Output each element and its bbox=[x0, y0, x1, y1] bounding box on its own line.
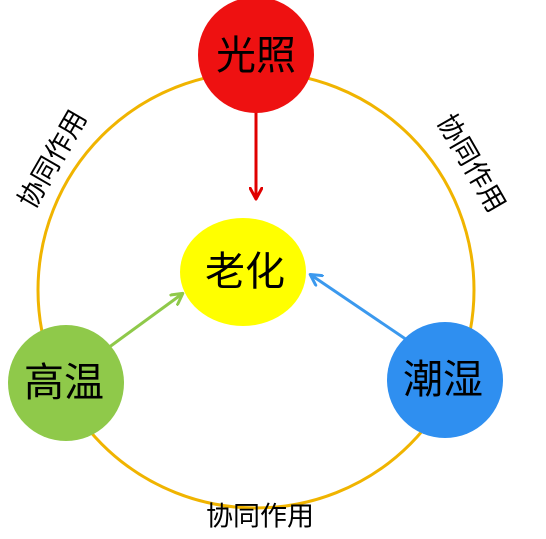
node-heat-label: 高温 bbox=[24, 360, 104, 406]
node-light-circle bbox=[198, 0, 314, 113]
node-humidity: 潮湿 bbox=[387, 322, 503, 438]
node-aging-label: 老化 bbox=[205, 249, 285, 295]
node-heat: 高温 bbox=[8, 325, 124, 441]
arrow-humidity-to-aging bbox=[311, 275, 411, 344]
node-humidity-circle bbox=[387, 322, 503, 438]
node-heat-circle bbox=[8, 325, 124, 441]
node-light-label: 光照 bbox=[216, 33, 296, 79]
node-humidity-label: 潮湿 bbox=[403, 357, 483, 403]
edge-label-bottom: 协同作用 bbox=[206, 502, 314, 533]
node-aging-ellipse bbox=[180, 218, 306, 326]
node-aging: 老化 bbox=[180, 218, 306, 326]
arrow-heat-to-aging bbox=[107, 294, 182, 350]
edge-label-right: 协同作用 bbox=[430, 109, 511, 218]
node-light: 光照 bbox=[198, 0, 314, 113]
